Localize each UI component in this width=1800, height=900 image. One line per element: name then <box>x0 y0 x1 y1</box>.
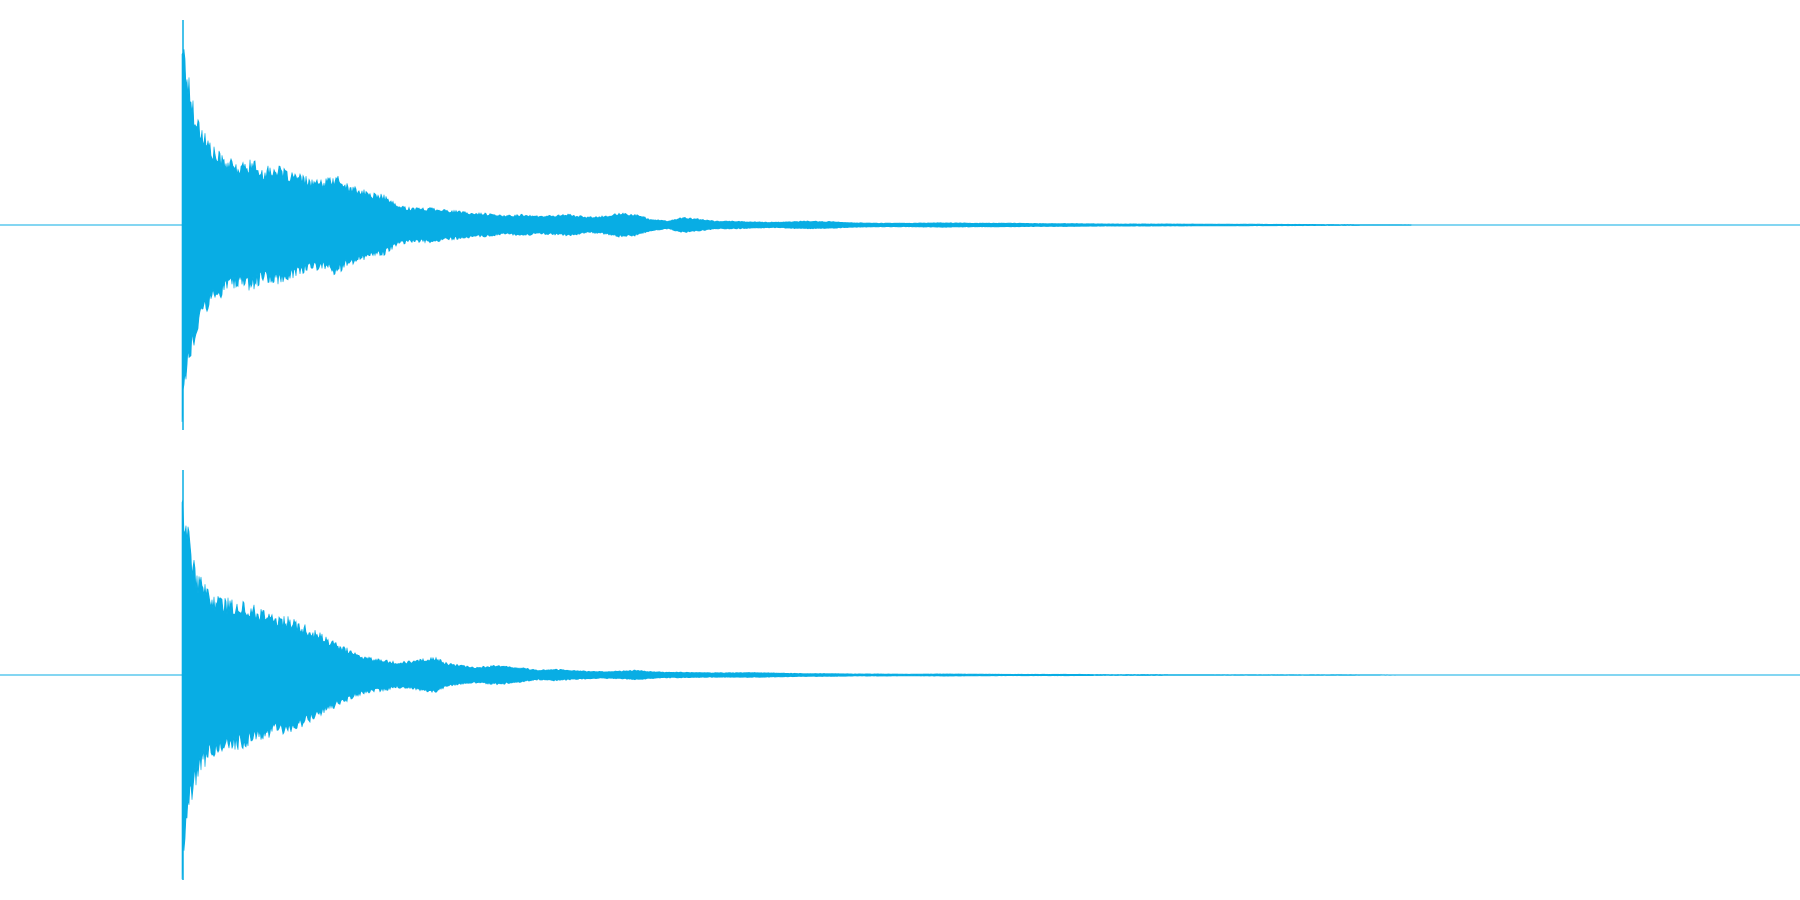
channel-1-waveform <box>181 49 1413 422</box>
channel-2-waveform <box>181 498 1413 880</box>
channels-group <box>0 20 1800 880</box>
